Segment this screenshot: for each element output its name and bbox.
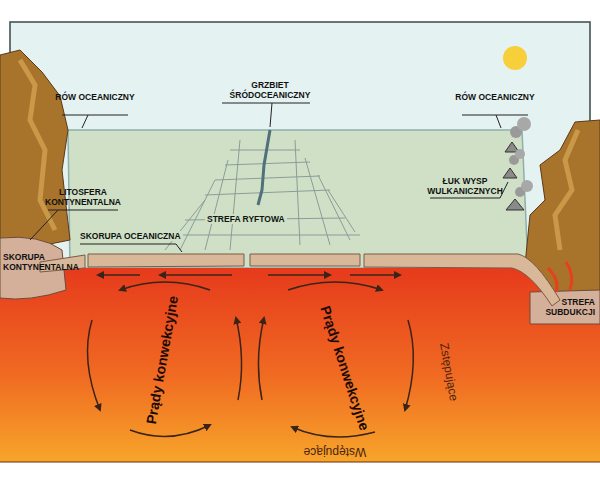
continental-crust-right: [530, 290, 600, 324]
leader-lines: [30, 103, 528, 252]
rift-label: STREFA RYFTOWA: [205, 214, 287, 224]
oceanic-crust: [40, 254, 560, 306]
upwelling-label: Wstępujące: [304, 445, 367, 459]
trench-label: RÓW OCEANICZNY: [455, 92, 535, 102]
rift-cracks: [165, 140, 360, 250]
convection-arrows: [88, 275, 414, 437]
ridge-label: GRZBIET ŚRÓDOCEANICZNY: [215, 80, 325, 100]
ocean: [68, 130, 528, 268]
subduction-label: STREFA SUBDUKCJI: [533, 297, 595, 317]
lithosphere-label: LITOSFERA KONTYNENTALNA: [42, 187, 124, 207]
sky: [10, 22, 590, 272]
crust-label: SKORUPA OCEANICZNA: [78, 231, 183, 241]
island-arc-label: ŁUK WYSP WULKANICZNYCH: [425, 176, 505, 196]
trench-label: RÓW OCEANICZNY: [55, 92, 135, 102]
volcanic-islands: [503, 117, 533, 210]
mantle: [0, 268, 600, 462]
ridge-line: [258, 130, 270, 205]
sun: [503, 46, 527, 70]
crust-label: SKORUPA KONTYNENTALNA: [3, 252, 73, 272]
continent-left: [0, 50, 70, 246]
